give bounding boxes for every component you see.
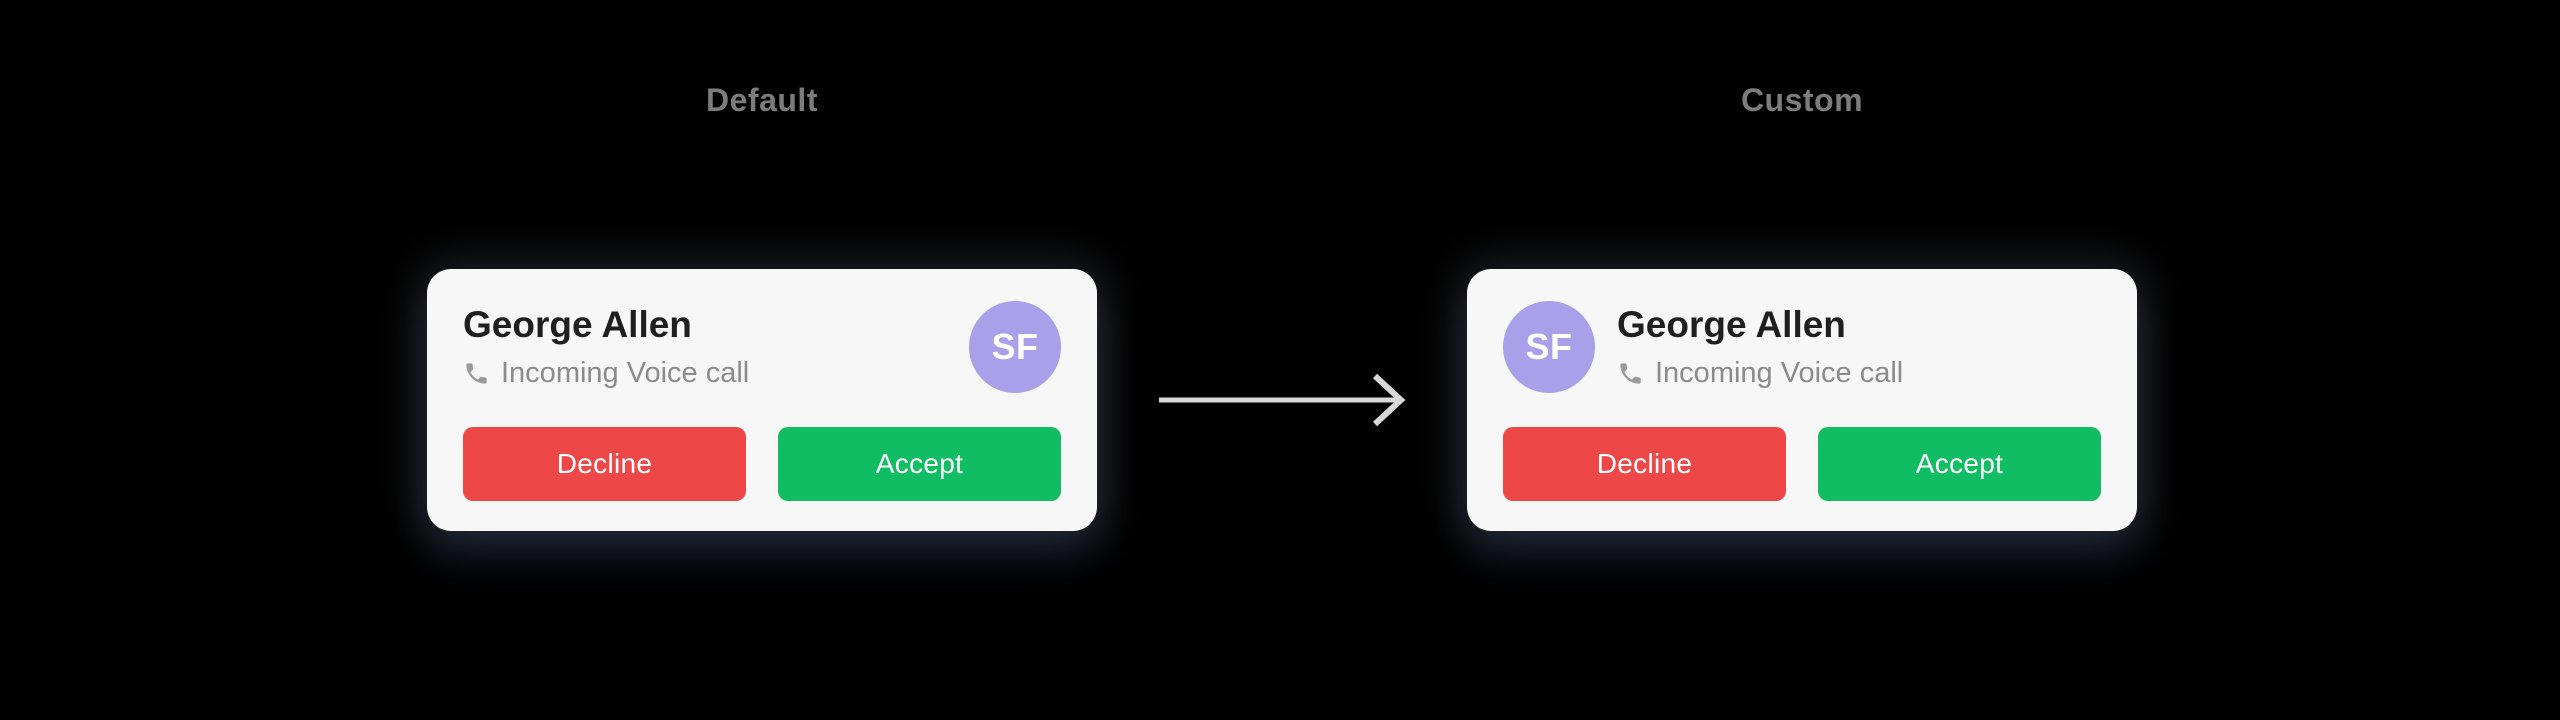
call-actions: Decline Accept [1503, 427, 2101, 501]
decline-button[interactable]: Decline [1503, 427, 1786, 501]
call-status-label: Incoming Voice call [501, 356, 750, 389]
phone-icon [463, 360, 490, 387]
incoming-call-card-custom: SF George Allen Incoming Voice call Decl… [1467, 269, 2137, 531]
arrow-right-icon [1153, 370, 1409, 430]
accept-button[interactable]: Accept [1818, 427, 2101, 501]
avatar: SF [1503, 301, 1595, 393]
call-status: Incoming Voice call [1617, 356, 2101, 391]
phone-icon [1617, 360, 1644, 387]
call-card-header: SF George Allen Incoming Voice call [1503, 301, 2101, 393]
call-actions: Decline Accept [463, 427, 1061, 501]
caller-name: George Allen [463, 304, 692, 346]
call-status-label: Incoming Voice call [1655, 356, 1904, 389]
variant-label-default: Default [706, 82, 818, 118]
caller-name: George Allen [1617, 304, 1846, 346]
call-card-header: George Allen Incoming Voice call SF [463, 301, 1061, 393]
variant-label-custom: Custom [1740, 82, 1864, 118]
call-status: Incoming Voice call [463, 356, 969, 391]
caller-info: George Allen Incoming Voice call [463, 303, 969, 390]
caller-info: George Allen Incoming Voice call [1617, 303, 2101, 390]
incoming-call-card-default: George Allen Incoming Voice call SF Decl… [427, 269, 1097, 531]
avatar: SF [969, 301, 1061, 393]
decline-button[interactable]: Decline [463, 427, 746, 501]
accept-button[interactable]: Accept [778, 427, 1061, 501]
